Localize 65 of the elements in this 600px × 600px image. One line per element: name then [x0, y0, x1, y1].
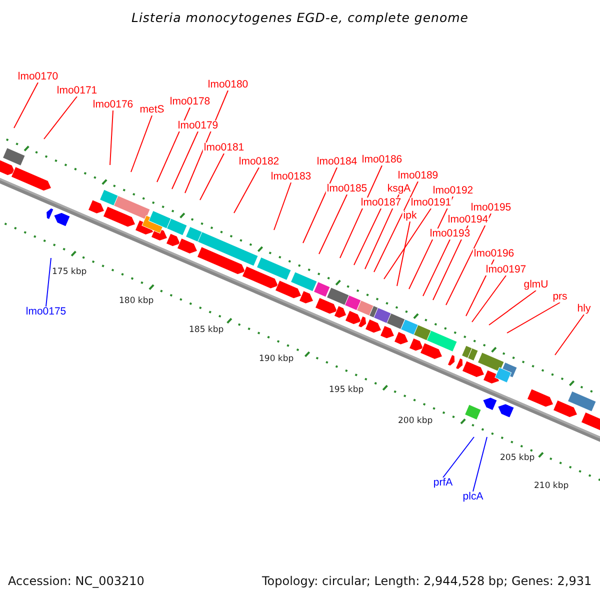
leader-line: [302, 167, 338, 244]
leader-line: [110, 110, 114, 166]
gene-label: lmo0189: [396, 170, 440, 182]
leader-line: [14, 82, 38, 128]
gene-label: lmo0184: [316, 156, 358, 168]
leader-line: [472, 275, 506, 322]
leader-line: [354, 208, 382, 266]
gene-label: plcA: [462, 492, 484, 502]
leader-line: [172, 131, 198, 190]
leader-line: [318, 194, 348, 254]
leader-line: [46, 258, 52, 307]
gene-label: lmo0197: [484, 264, 528, 276]
gene-label: lmo0185: [326, 184, 368, 194]
genome-summary-text: Topology: circular; Length: 2,944,528 bp; Genes: 2,931: [262, 575, 592, 587]
leader-line: [44, 96, 78, 140]
gene-label: metS: [138, 104, 166, 116]
gene-label: lmo0179: [176, 120, 220, 132]
leader-line: [442, 436, 474, 478]
leader-line: [506, 302, 560, 334]
gene-label: lmo0180: [206, 80, 250, 90]
gene-label: lmo0186: [360, 154, 404, 166]
gene-label: lmo0175: [24, 306, 68, 318]
gene-label: lmo0181: [202, 142, 246, 154]
leader-line: [200, 153, 224, 200]
accession-text: Accession: NC_003210: [8, 575, 144, 587]
gene-label: glmU: [522, 280, 550, 290]
leader-line: [234, 167, 260, 214]
tick-label: 175 kbp: [52, 266, 87, 278]
leader-line: [384, 208, 432, 280]
gene-label: lmo0192: [432, 186, 474, 196]
leader-line: [374, 181, 418, 272]
gene-label: lmo0194: [446, 214, 490, 226]
gene-label: lmo0191: [410, 198, 452, 208]
leader-line: [340, 165, 382, 258]
gene-label: lmo0171: [56, 86, 98, 96]
leader-line: [472, 436, 488, 492]
gene-label: lmo0187: [360, 198, 402, 208]
leader-line: [554, 314, 584, 356]
gene-label: ipk: [402, 210, 418, 222]
leader-line: [396, 221, 410, 286]
leader-line: [488, 290, 536, 326]
leader-line: [446, 213, 492, 306]
leader-line: [274, 182, 292, 230]
gene-label: lmo0182: [238, 156, 280, 168]
leader-line: [130, 115, 152, 172]
gene-label: lmo0176: [92, 100, 134, 110]
tick-label: 190 kbp: [259, 353, 294, 365]
tick-label: 205 kbp: [500, 452, 535, 464]
gene-label: lmo0178: [168, 96, 212, 108]
gene-label: hly: [576, 304, 592, 314]
gene-label: lmo0195: [470, 202, 512, 214]
gene-label: lmo0183: [270, 172, 312, 182]
gene-label: prs: [552, 292, 568, 302]
gene-label: lmo0196: [472, 248, 516, 260]
tick-label: 195 kbp: [329, 384, 364, 396]
gene-label: prfA: [432, 478, 454, 488]
tick-label: 180 kbp: [119, 295, 154, 307]
tick-label: 200 kbp: [398, 415, 433, 427]
tick-label: 185 kbp: [189, 324, 224, 336]
gene-label: lmo0170: [16, 72, 60, 82]
gene-label: lmo0193: [428, 228, 472, 240]
diagram-title: Listeria monocytogenes EGD-e, complete genome: [130, 12, 470, 24]
gene-label: ksgA: [386, 184, 412, 194]
leader-line: [422, 239, 450, 296]
tick-label: 210 kbp: [534, 480, 569, 492]
